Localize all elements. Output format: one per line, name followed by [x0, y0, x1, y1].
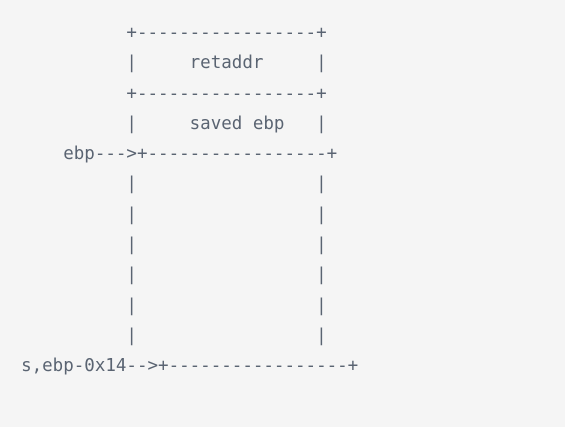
buffer-row: | |: [0, 235, 327, 256]
retaddr-slot: | retaddr |: [0, 53, 327, 74]
retaddr-bottom-border: +-----------------+: [0, 83, 327, 104]
frame-top-border: +-----------------+: [0, 23, 327, 43]
buffer-row: | |: [0, 265, 327, 286]
buffer-row: | |: [0, 325, 327, 346]
saved-ebp-slot: | saved ebp |: [0, 113, 327, 134]
buffer-row: | |: [0, 174, 327, 195]
ebp-pointer-line: ebp--->+-----------------+: [0, 144, 338, 165]
buffer-row: | |: [0, 204, 327, 225]
buffer-start-pointer-line: s,ebp-0x14-->+-----------------+: [0, 356, 359, 377]
stack-frame-diagram: +-----------------+ | retaddr | +-------…: [0, 18, 358, 382]
buffer-row: | |: [0, 295, 327, 316]
